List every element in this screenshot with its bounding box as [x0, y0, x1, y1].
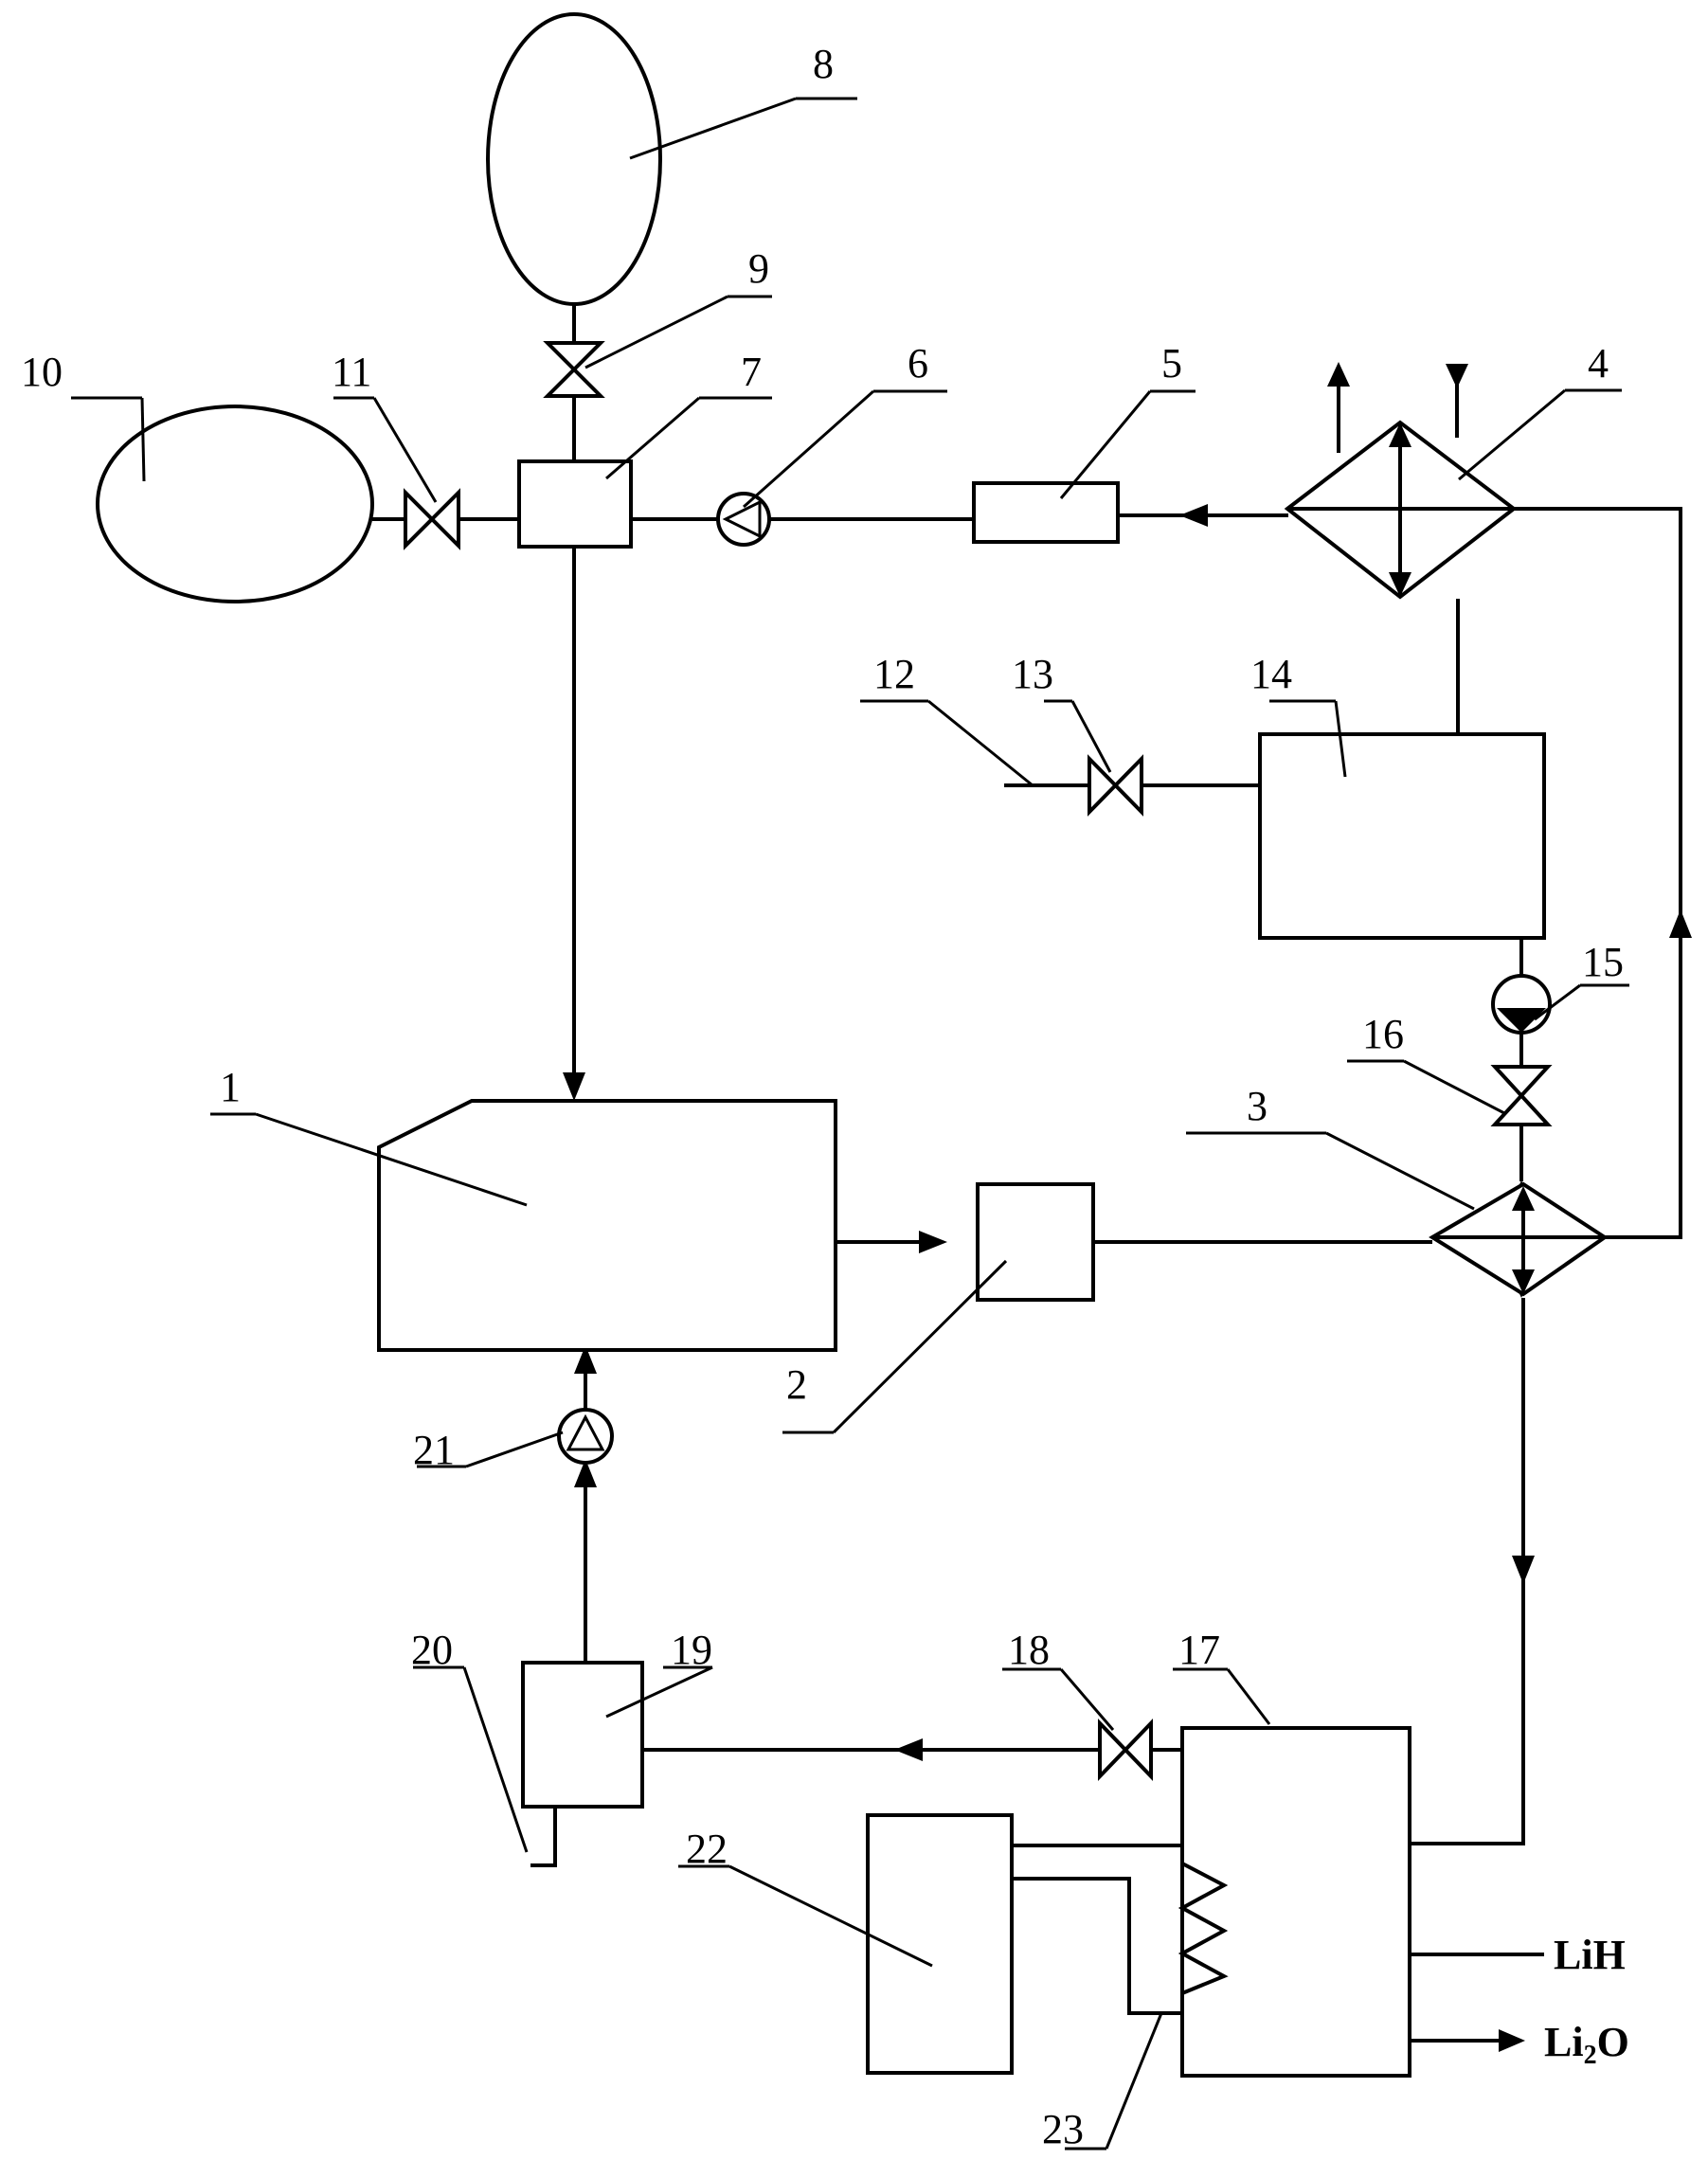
- label-14: 14: [1250, 651, 1292, 697]
- label-9: 9: [748, 245, 769, 292]
- box-2: [978, 1184, 1093, 1300]
- mixer-7: [519, 461, 631, 547]
- filter-5: [974, 483, 1118, 542]
- pump-15-icon: [1493, 976, 1550, 1033]
- label-18: 18: [1008, 1627, 1050, 1673]
- label-13: 13: [1012, 651, 1053, 697]
- label-2: 2: [786, 1361, 807, 1408]
- unit-1: [379, 1101, 836, 1350]
- input-lih-label: LiH: [1554, 1932, 1626, 1978]
- output-li2o-label: Li2O: [1544, 2019, 1629, 2070]
- valve-16-icon: [1495, 1067, 1548, 1125]
- label-4: 4: [1588, 340, 1609, 387]
- label-16: 16: [1362, 1011, 1404, 1057]
- label-19: 19: [671, 1627, 712, 1673]
- label-8: 8: [813, 41, 834, 87]
- label-12: 12: [873, 651, 915, 697]
- valve-13-icon: [1089, 759, 1142, 812]
- label-6: 6: [908, 340, 928, 387]
- label-15: 15: [1582, 939, 1624, 985]
- tank-10: [98, 406, 372, 602]
- label-23: 23: [1042, 2106, 1084, 2152]
- label-7: 7: [741, 349, 762, 395]
- label-11: 11: [332, 349, 371, 395]
- valve-18-icon: [1100, 1723, 1151, 1776]
- label-3: 3: [1247, 1083, 1268, 1129]
- tank-8: [488, 14, 660, 304]
- label-10: 10: [21, 349, 63, 395]
- tank-14: [1260, 734, 1544, 938]
- label-21: 21: [413, 1427, 455, 1473]
- label-1: 1: [220, 1064, 241, 1110]
- label-5: 5: [1161, 340, 1182, 387]
- label-17: 17: [1178, 1627, 1220, 1673]
- valve-9-icon: [548, 343, 601, 396]
- label-22: 22: [686, 1826, 728, 1872]
- valve-11-icon: [405, 493, 458, 546]
- separator-19: [523, 1663, 642, 1807]
- reactor-17: [1182, 1728, 1410, 2076]
- pump-6-icon: [718, 494, 769, 545]
- label-20: 20: [411, 1627, 453, 1673]
- pump-21-icon: [559, 1410, 612, 1463]
